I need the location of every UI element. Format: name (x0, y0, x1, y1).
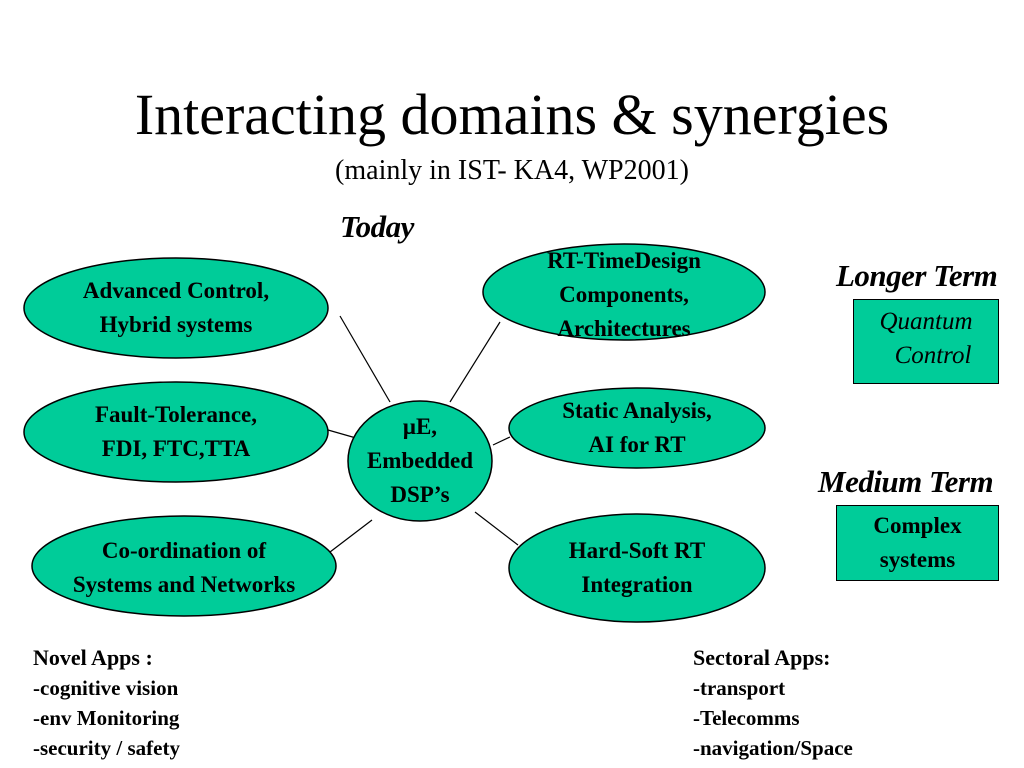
novel-apps-list: Novel Apps : -cognitive vision -env Moni… (33, 643, 180, 763)
node-rt-timedesign (482, 243, 766, 341)
sectoral-apps-list: Sectoral Apps: -transport -Telecomms -na… (693, 643, 853, 763)
longer-term-heading: Longer Term (836, 258, 998, 293)
quantum-control-label: Quantum Control (879, 308, 973, 369)
list-item: -Telecomms (693, 706, 800, 730)
complex-systems-label: Complex systems (873, 513, 962, 572)
node-coordination (31, 515, 337, 617)
node-hard-soft (508, 513, 766, 623)
list-item: -transport (693, 676, 786, 700)
node-center (347, 400, 493, 522)
medium-term-heading: Medium Term (818, 464, 994, 499)
list-item: -env Monitoring (33, 706, 180, 730)
connector-rt-timedesign (449, 321, 501, 403)
complex-systems-box (836, 505, 999, 581)
node-coordination-label: Co-ordination of Systems and Networks (72, 538, 296, 597)
connector-advanced-control (339, 315, 391, 403)
node-center-label: μE, Embedded DSP’s (366, 414, 474, 507)
node-static-analysis-label: Static Analysis, AI for RT (562, 398, 712, 457)
connector-static-analysis (492, 436, 511, 446)
list-item: -navigation/Space (693, 736, 853, 760)
connector-hard-soft (474, 511, 519, 546)
today-heading: Today (340, 209, 414, 244)
quantum-control-box (853, 299, 999, 384)
node-advanced-control (23, 257, 329, 359)
node-fault-tolerance (23, 381, 329, 483)
node-fault-tolerance-label: Fault-Tolerance, FDI, FTC,TTA (94, 402, 258, 461)
node-rt-timedesign-label: RT-TimeDesign Components, Architectures (547, 248, 701, 341)
novel-apps-heading: Novel Apps : (33, 645, 153, 670)
page-title: Interacting domains & synergies (134, 82, 890, 147)
connector-coordination (329, 519, 373, 553)
connector-fault-tolerance (327, 429, 357, 439)
node-advanced-control-label: Advanced Control, Hybrid systems (82, 278, 270, 337)
list-item: -security / safety (33, 736, 180, 760)
node-static-analysis (508, 387, 766, 469)
sectoral-apps-heading: Sectoral Apps: (693, 645, 831, 670)
list-item: -cognitive vision (33, 676, 179, 700)
page-subtitle: (mainly in IST- KA4, WP2001) (335, 155, 689, 186)
node-hard-soft-label: Hard-Soft RT Integration (568, 538, 706, 597)
